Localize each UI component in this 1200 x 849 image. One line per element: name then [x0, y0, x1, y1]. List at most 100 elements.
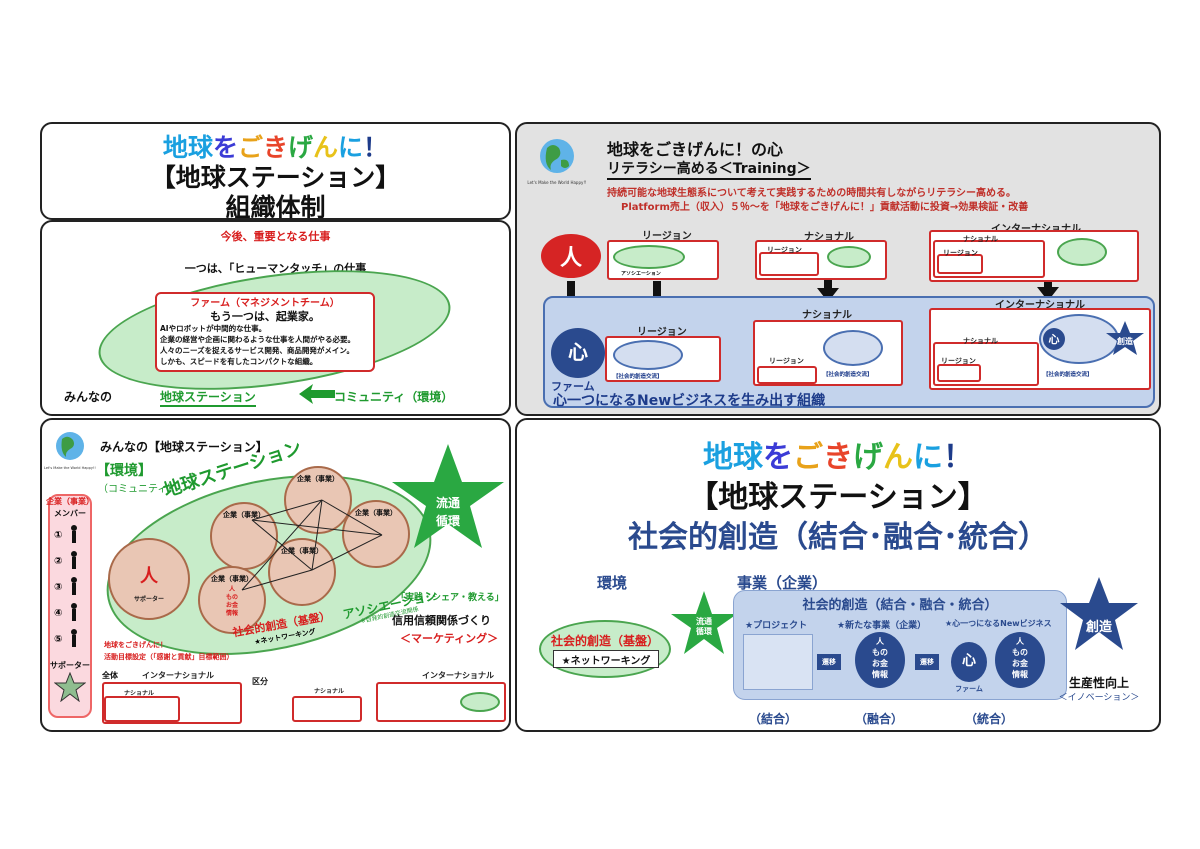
title-char: 球 [187, 133, 213, 162]
rb-project: ★プロジェクト [745, 621, 808, 631]
literacy-subheading: リテラシー高める＜Training＞ [607, 158, 811, 180]
company-circle [342, 500, 410, 568]
souzou-star-icon [1106, 321, 1144, 355]
rb-transition-box [915, 654, 939, 670]
international-label-top: インターナショナル [991, 220, 1081, 235]
intl-heart-label: 心 [1048, 333, 1060, 346]
rb-mono-item: 人 [1016, 637, 1024, 646]
intl-heart-circle [1043, 328, 1065, 350]
bullet-item: 企業の経営や企画に関わるような仕事を人間がやる必要。 [160, 335, 355, 344]
rb-social-creation-title: 社会的創造（結合・融合・統合） [802, 598, 998, 613]
member-num: ⑤ [54, 634, 63, 645]
title-char: ん [313, 133, 339, 162]
title-char: げ [288, 133, 314, 162]
rb-souzou-star-icon [1060, 577, 1138, 650]
international-label-bottom: インターナショナル [995, 300, 1085, 311]
station-panel: Let's Make the World Happy!! みんなの【地球ステーシ… [40, 418, 511, 732]
member-num: ① [54, 530, 63, 541]
heart-label: 心 [568, 340, 588, 364]
rb-mono-item: もの [1012, 648, 1028, 657]
member-label: メンバー [54, 509, 86, 518]
literacy-desc-2: Platform売上（収入）５％～を「地球をごきげんに！」貢献活動に投資→効果検… [621, 202, 1029, 213]
national-region-inner [757, 366, 817, 384]
rb-flow-label: 流通 [696, 617, 712, 626]
table-box-2 [292, 696, 362, 722]
rb-social-title: 社会的創造（結合･融合･統合） [628, 520, 1048, 555]
mono-list: 人 もの お金 情報 [198, 586, 266, 618]
region-label-inner2: リージョン [943, 249, 978, 257]
company-label: 企業（事業） [297, 475, 339, 483]
station-heading: みんなの【地球ステーション】 [100, 440, 268, 454]
rb-project-diagram [743, 634, 813, 690]
rb-farm-label: ファーム [955, 685, 983, 693]
rb-transition-box [817, 654, 841, 670]
arrow-icon [299, 384, 335, 404]
work-panel: 今後、重要となる仕事 一つは、「ヒューマンタッチ」の仕事 ファーム（マネジメント… [40, 220, 511, 416]
national-inner-box [759, 252, 819, 276]
national-label-inner2: ナショナル [963, 337, 998, 345]
intl-region-inner [937, 364, 981, 382]
region-label-top: リージョン [642, 231, 692, 242]
title-char: き [262, 133, 288, 162]
trust-label: 信用信頼関係づくり [392, 614, 491, 627]
flow-star-icon [392, 444, 504, 548]
title-char: ご [793, 440, 823, 475]
bullet-list: AIやロボットが中間的な仕事。 企業の経営や企画に関わるような仕事を人間がやる必… [160, 323, 375, 367]
env-label: 【環境】 [96, 463, 152, 479]
bullet-item: AIやロボットが中間的な仕事。 [160, 324, 267, 333]
table-box-3 [376, 682, 506, 722]
company-label: 企業（事業） [223, 511, 265, 519]
table-ellipse [460, 692, 500, 712]
mono-item: お金 [225, 602, 238, 609]
title-organization: 組織体制 [225, 193, 326, 220]
rb-mono-item: 人 [876, 637, 884, 646]
title-char: げ [853, 440, 883, 475]
rb-mono-circle [855, 632, 905, 688]
company-label: 企業（事業） [281, 547, 323, 555]
social-exchange-3: 【社会的創造交流】 [1043, 372, 1093, 378]
national-label-inner: ナショナル [963, 235, 998, 243]
supporter-small: サポーター [133, 596, 164, 603]
region-label-inner: リージョン [767, 246, 802, 254]
community-sub: （コミュニティ） [98, 484, 178, 495]
rb-heart-circle [951, 642, 987, 682]
farm-label-blue: ファーム [551, 380, 595, 393]
rb-new-business: ★新たな事業（企業） [837, 621, 927, 631]
intl-label-table2: インターナショナル [422, 671, 494, 680]
national-ellipse [827, 246, 871, 268]
rb-new-biz-heart: ★心一つになるNewビジネス [945, 619, 1052, 628]
title-char: を [212, 133, 238, 162]
supporter-label: サポーター [50, 661, 90, 670]
company-label: 企業（事業） [355, 509, 397, 517]
logo-caption: Let's Make the World Happy!! [44, 466, 96, 470]
title-colored-line: 地球をごきげんに！ [42, 128, 509, 164]
goal-label-1: 地球をごきげんに！ [104, 641, 167, 649]
title-char: ん [883, 440, 913, 475]
national-label-top: ナショナル [804, 232, 854, 243]
community-label: コミュニティ（環境） [334, 390, 454, 404]
mono-item: 人 [228, 586, 235, 593]
rb-station-title: 【地球ステーション】 [688, 480, 988, 515]
farm-box [155, 292, 375, 372]
rb-mono-list: 人 もの お金 情報 [855, 636, 905, 680]
rb-env-label: 環境 [597, 574, 628, 592]
title-station: 【地球ステーション】 [150, 163, 401, 192]
earth-logo-icon [56, 432, 84, 460]
rb-mono-list-2: 人 もの お金 情報 [995, 636, 1045, 680]
company-label: 企業（事業） [211, 575, 253, 583]
rb-ketsugo: （結合） [749, 712, 798, 726]
rb-networking-box [553, 650, 659, 668]
rb-networking: ★ネットワーキング [561, 656, 651, 667]
national-label-table2: ナショナル [314, 688, 345, 695]
marketing-label: ＜マーケティング＞ [400, 632, 499, 645]
mono-item: 情報 [225, 610, 238, 617]
rb-transition-1: 遷移 [822, 658, 836, 666]
earth-logo-icon [540, 139, 574, 173]
region-label-inner4: リージョン [941, 357, 976, 365]
rb-mono-item: お金 [872, 659, 888, 668]
person-char: 人 [140, 566, 158, 587]
title-char: 地 [703, 440, 733, 475]
member-num: ② [54, 556, 63, 567]
circulation-label: 循環 [435, 514, 460, 528]
intl-region-box [937, 254, 983, 274]
